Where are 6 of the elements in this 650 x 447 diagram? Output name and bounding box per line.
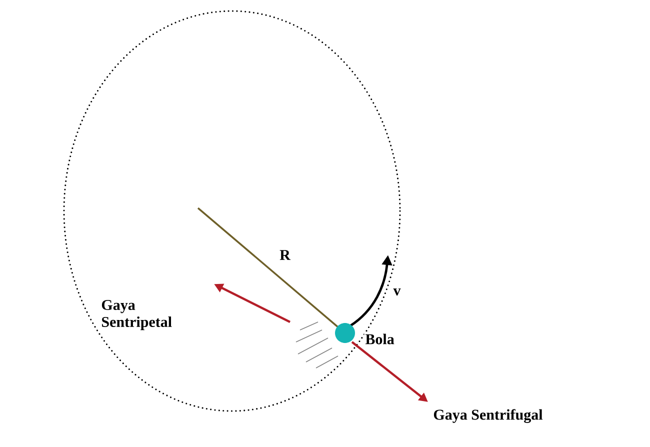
velocity-label: v	[393, 288, 401, 296]
ball-label: Bola	[364, 332, 396, 346]
radius-label: R	[280, 250, 291, 260]
ball	[335, 323, 355, 343]
centrifugal-label: Gaya Sentrifugal	[434, 409, 543, 423]
centripetal-label: Gaya Sentripetal	[102, 300, 172, 330]
